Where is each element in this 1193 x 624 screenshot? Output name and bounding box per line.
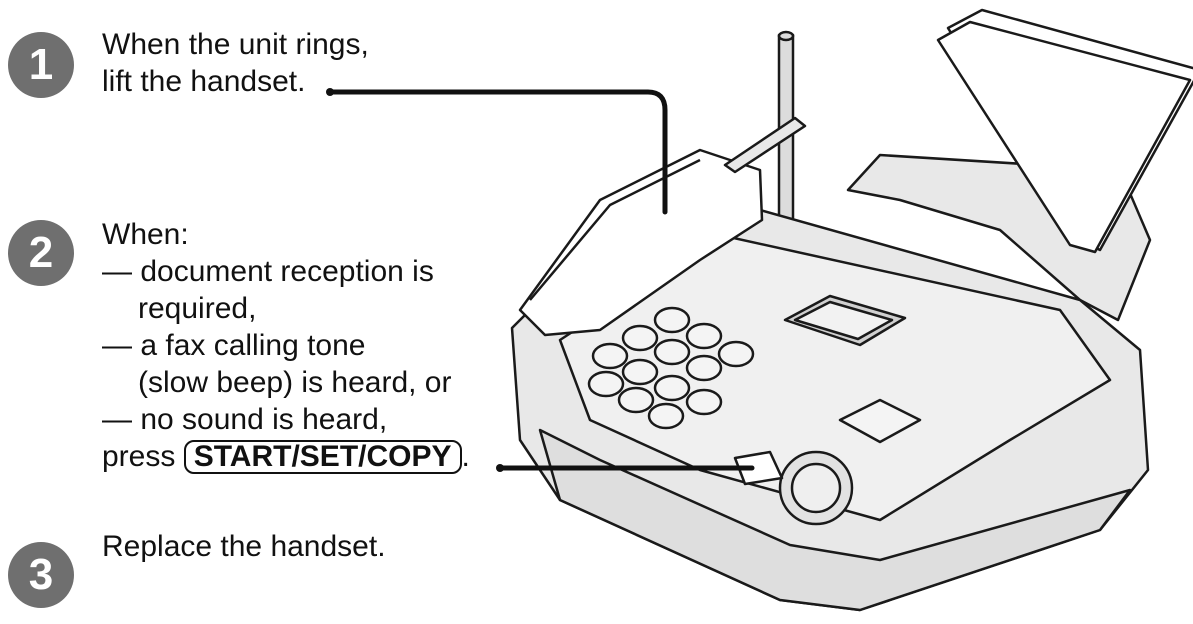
step-2-line: — no sound is heard, bbox=[102, 401, 470, 438]
step-3-line: Replace the handset. bbox=[102, 528, 386, 565]
press-label: press bbox=[102, 440, 175, 473]
step-2-line: required, bbox=[102, 290, 470, 327]
step-1-text: When the unit rings, lift the handset. bbox=[102, 26, 369, 100]
step-1-badge: 1 bbox=[8, 32, 74, 98]
leader-dot-start-button bbox=[496, 464, 504, 472]
step-2-badge: 2 bbox=[8, 220, 74, 286]
step-3-badge: 3 bbox=[8, 542, 74, 608]
step-1-line: When the unit rings, bbox=[102, 26, 369, 63]
step-2-line: — document reception is bbox=[102, 253, 470, 290]
start-set-copy-key: START/SET/COPY bbox=[184, 440, 462, 474]
step-2-line: — a fax calling tone bbox=[102, 327, 470, 364]
step-2-line: (slow beep) is heard, or bbox=[102, 364, 470, 401]
step-2-text: When: — document reception is required, … bbox=[102, 216, 470, 475]
step-3-text: Replace the handset. bbox=[102, 528, 386, 565]
key-suffix: . bbox=[462, 440, 470, 473]
step-2-press-line: press START/SET/COPY. bbox=[102, 438, 470, 475]
step-1-line: lift the handset. bbox=[102, 63, 369, 100]
step-2-line: When: bbox=[102, 216, 470, 253]
